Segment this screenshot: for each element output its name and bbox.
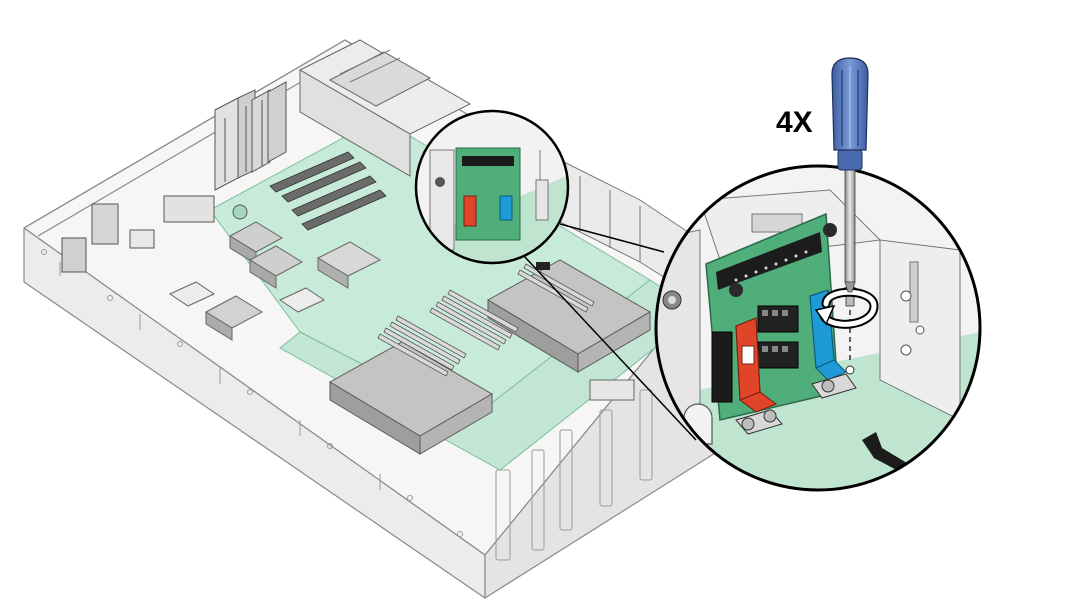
heatsinks [168,221,382,341]
dimm-slots [377,263,595,377]
cpu-heatsinks [329,259,651,455]
quantity-label: 4X [776,106,813,139]
rear-io-ports [61,195,248,273]
chassis-front-details [495,389,653,561]
callout-leader-lines [523,223,697,441]
rotate-counterclockwise-arrow-icon [814,287,879,329]
zoom-detail-circle [654,164,982,492]
pcie-slot-connectors [269,151,387,231]
screwdriver-icon [831,57,869,293]
pcie-risers [214,81,287,191]
chassis-side-details [41,249,463,537]
board-connector [536,262,635,401]
power-supply-bay [298,39,472,177]
